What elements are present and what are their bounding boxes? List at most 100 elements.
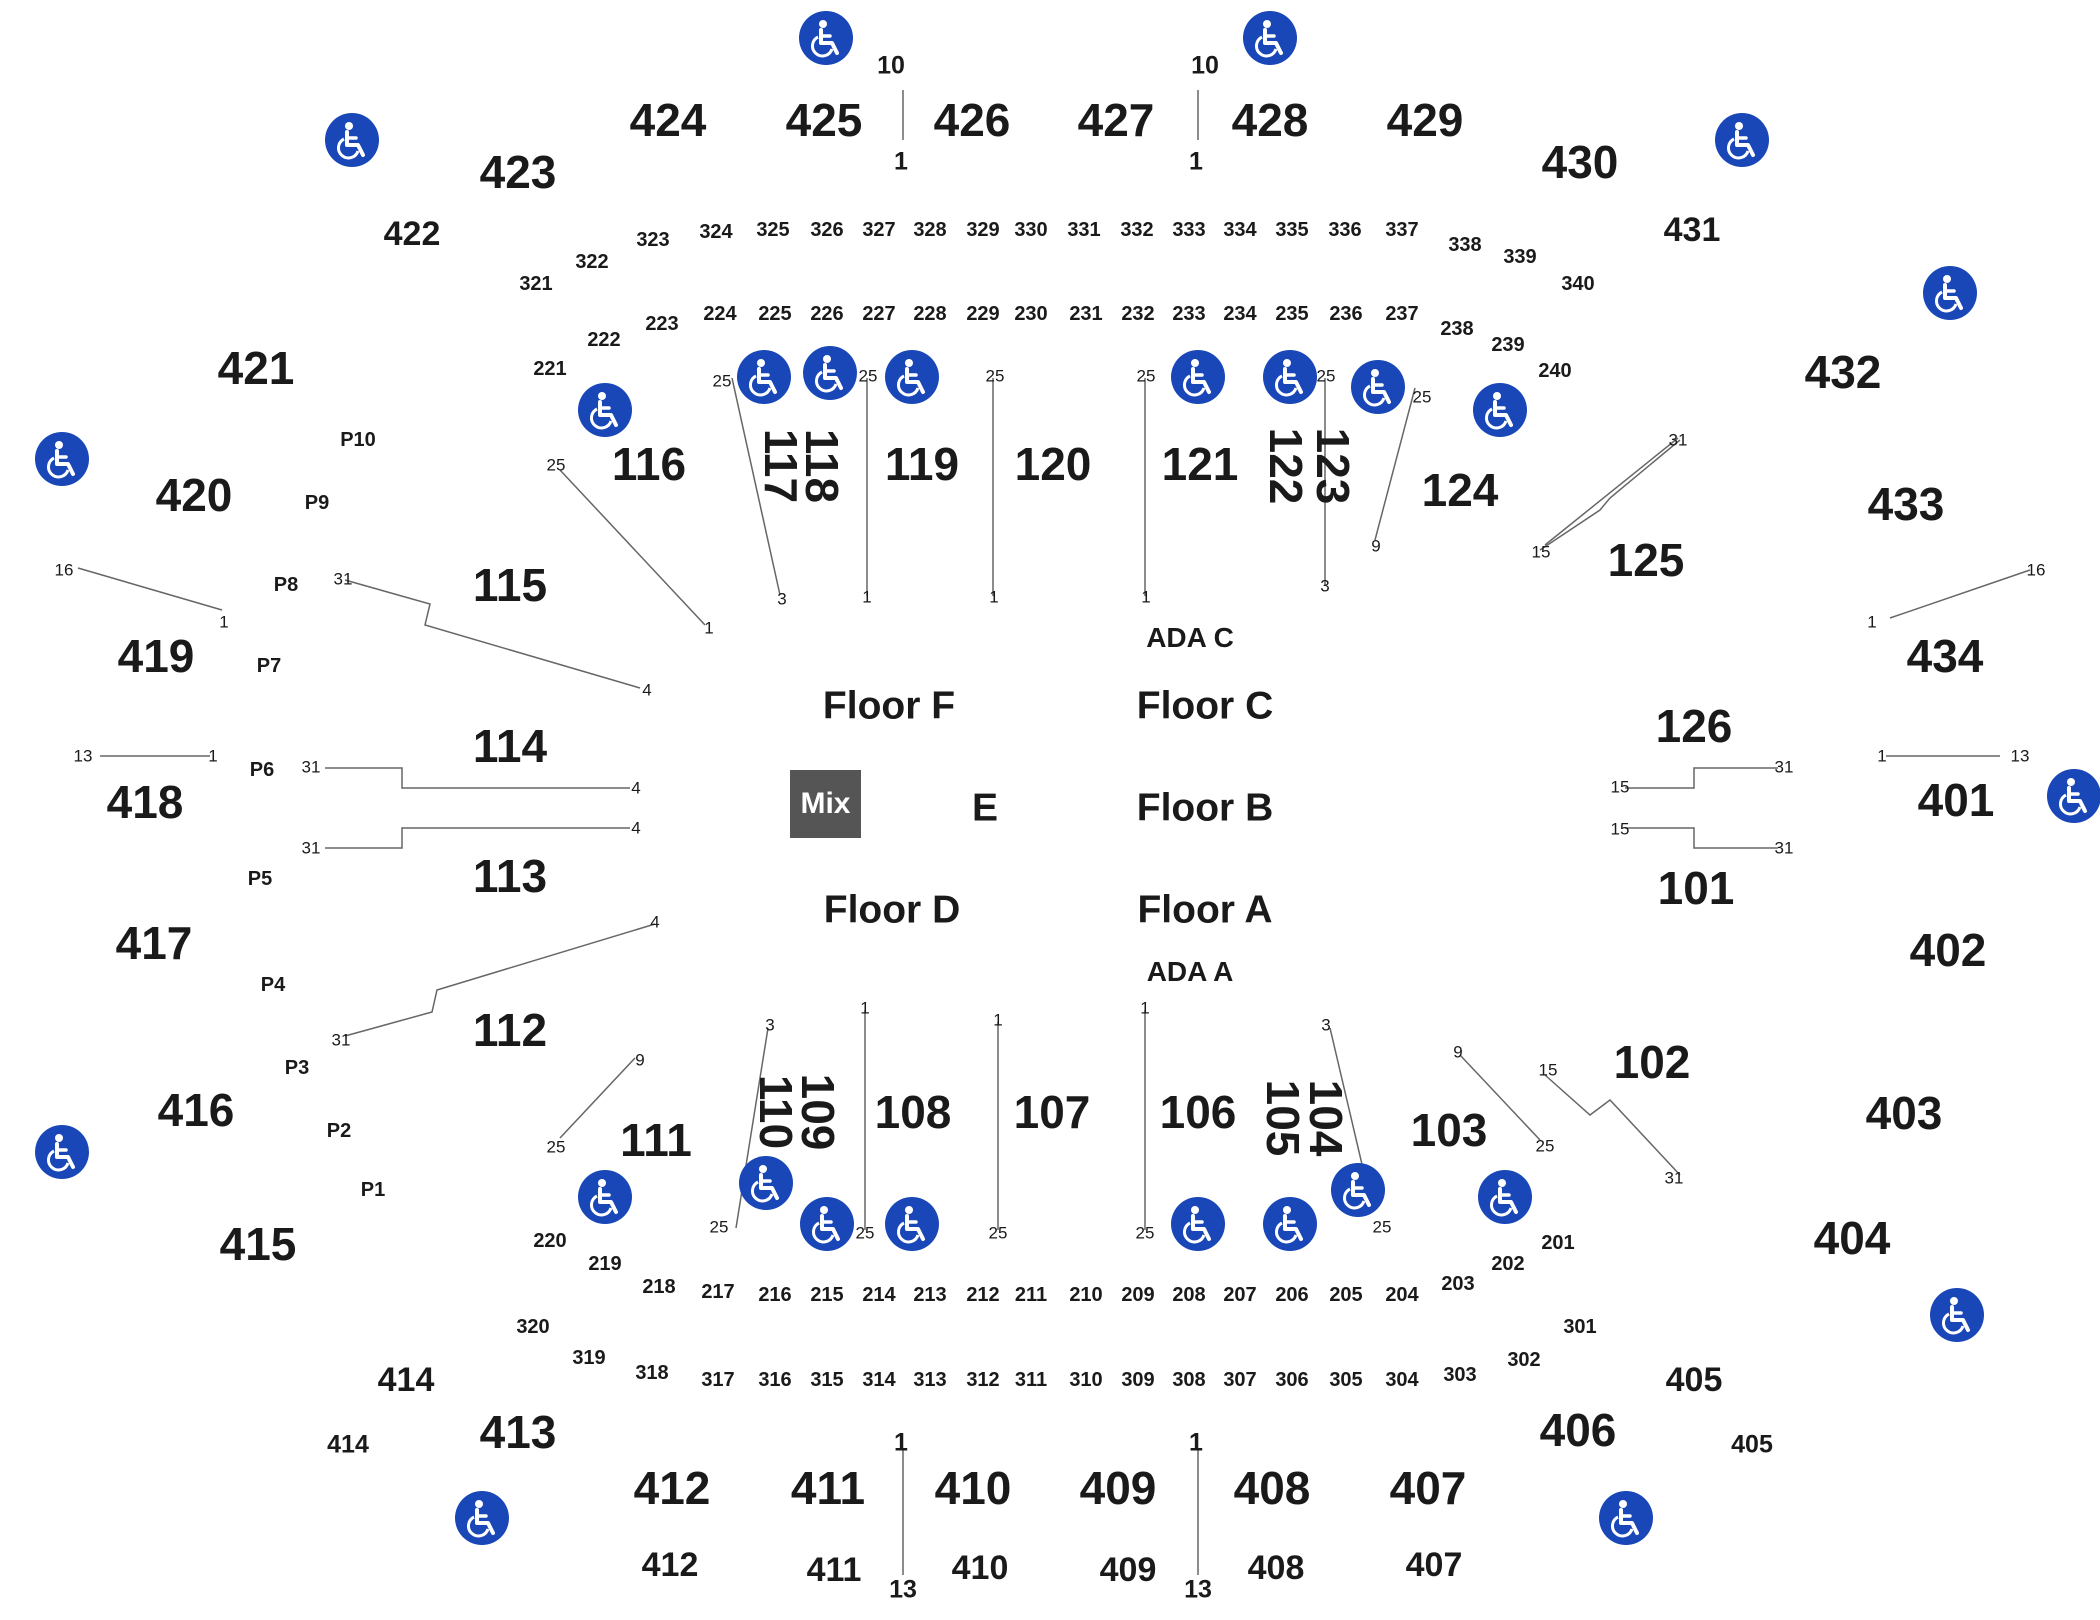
section-223[interactable]: 223 <box>645 313 679 335</box>
section-204[interactable]: 204 <box>1385 1284 1419 1306</box>
section-409-lower[interactable]: 409 <box>1099 1551 1157 1589</box>
section-238[interactable]: 238 <box>1440 318 1474 340</box>
section-329[interactable]: 329 <box>966 219 1000 241</box>
section-402[interactable]: 402 <box>1909 924 1987 976</box>
section-236[interactable]: 236 <box>1329 303 1363 325</box>
section-216[interactable]: 216 <box>758 1284 792 1306</box>
section-337[interactable]: 337 <box>1385 219 1419 241</box>
section-113[interactable]: 113 <box>472 850 548 902</box>
section-416[interactable]: 416 <box>157 1084 235 1136</box>
section-304[interactable]: 304 <box>1385 1369 1419 1391</box>
section-214[interactable]: 214 <box>862 1284 896 1306</box>
section-201[interactable]: 201 <box>1541 1232 1575 1254</box>
section-208[interactable]: 208 <box>1172 1284 1206 1306</box>
section-308[interactable]: 308 <box>1172 1369 1206 1391</box>
section-333[interactable]: 333 <box>1172 219 1206 241</box>
section-427[interactable]: 427 <box>1077 94 1155 146</box>
section-331[interactable]: 331 <box>1067 219 1101 241</box>
section-334[interactable]: 334 <box>1223 219 1257 241</box>
section-309[interactable]: 309 <box>1121 1369 1155 1391</box>
section-108[interactable]: 108 <box>874 1086 952 1138</box>
section-202[interactable]: 202 <box>1491 1253 1525 1275</box>
section-412[interactable]: 412 <box>633 1462 711 1514</box>
floor-a[interactable]: Floor A <box>1137 888 1273 932</box>
section-411[interactable]: 411 <box>790 1462 866 1514</box>
section-405-lower[interactable]: 405 <box>1731 1430 1773 1459</box>
section-414[interactable]: 414 <box>377 1361 435 1399</box>
section-322[interactable]: 322 <box>575 251 609 273</box>
section-430[interactable]: 430 <box>1541 136 1619 188</box>
section-126[interactable]: 126 <box>1655 700 1733 752</box>
section-406[interactable]: 406 <box>1539 1404 1617 1456</box>
section-222[interactable]: 222 <box>587 329 621 351</box>
section-235[interactable]: 235 <box>1275 303 1309 325</box>
section-410[interactable]: 410 <box>934 1462 1012 1514</box>
section-401[interactable]: 401 <box>1917 774 1995 826</box>
section-414-lower[interactable]: 414 <box>327 1430 369 1459</box>
section-403[interactable]: 403 <box>1865 1087 1943 1139</box>
section-332[interactable]: 332 <box>1120 219 1154 241</box>
section-123[interactable]: 123 <box>1307 427 1359 505</box>
section-422[interactable]: 422 <box>383 215 441 253</box>
section-227[interactable]: 227 <box>862 303 896 325</box>
section-120[interactable]: 120 <box>1014 438 1092 490</box>
section-p3[interactable]: P3 <box>284 1057 310 1079</box>
section-106[interactable]: 106 <box>1159 1086 1237 1138</box>
section-306[interactable]: 306 <box>1275 1369 1309 1391</box>
section-215[interactable]: 215 <box>810 1284 844 1306</box>
section-413[interactable]: 413 <box>479 1406 557 1458</box>
section-410-lower[interactable]: 410 <box>951 1549 1009 1587</box>
section-317[interactable]: 317 <box>701 1369 735 1391</box>
section-119[interactable]: 119 <box>884 438 960 490</box>
section-321[interactable]: 321 <box>519 273 553 295</box>
section-434[interactable]: 434 <box>1906 630 1984 682</box>
section-103[interactable]: 103 <box>1410 1104 1488 1156</box>
section-433[interactable]: 433 <box>1867 478 1945 530</box>
section-315[interactable]: 315 <box>810 1369 844 1391</box>
section-111[interactable]: 111 <box>620 1114 692 1166</box>
section-229[interactable]: 229 <box>966 303 1000 325</box>
section-210[interactable]: 210 <box>1069 1284 1103 1306</box>
section-205[interactable]: 205 <box>1329 1284 1363 1306</box>
section-418[interactable]: 418 <box>106 776 184 828</box>
section-429[interactable]: 429 <box>1386 94 1464 146</box>
section-319[interactable]: 319 <box>572 1347 606 1369</box>
section-411-lower[interactable]: 411 <box>806 1551 862 1589</box>
section-313[interactable]: 313 <box>913 1369 947 1391</box>
section-125[interactable]: 125 <box>1607 534 1685 586</box>
section-338[interactable]: 338 <box>1448 234 1482 256</box>
section-302[interactable]: 302 <box>1507 1349 1541 1371</box>
section-417[interactable]: 417 <box>115 917 193 969</box>
section-122[interactable]: 122 <box>1260 427 1312 505</box>
section-415[interactable]: 415 <box>219 1218 297 1270</box>
floor-e[interactable]: E <box>971 786 999 830</box>
section-237[interactable]: 237 <box>1385 303 1419 325</box>
section-314[interactable]: 314 <box>862 1369 896 1391</box>
section-p8[interactable]: P8 <box>273 574 299 596</box>
section-324[interactable]: 324 <box>699 221 733 243</box>
section-307[interactable]: 307 <box>1223 1369 1257 1391</box>
section-408[interactable]: 408 <box>1233 1462 1311 1514</box>
section-233[interactable]: 233 <box>1172 303 1206 325</box>
floor-c[interactable]: Floor C <box>1136 684 1274 728</box>
section-107[interactable]: 107 <box>1013 1086 1091 1138</box>
section-102[interactable]: 102 <box>1613 1036 1691 1088</box>
section-326[interactable]: 326 <box>810 219 844 241</box>
section-310[interactable]: 310 <box>1069 1369 1103 1391</box>
section-336[interactable]: 336 <box>1328 219 1362 241</box>
section-428[interactable]: 428 <box>1231 94 1309 146</box>
section-p5[interactable]: P5 <box>247 868 273 890</box>
section-421[interactable]: 421 <box>217 342 295 394</box>
section-424[interactable]: 424 <box>629 94 707 146</box>
section-239[interactable]: 239 <box>1491 334 1525 356</box>
section-303[interactable]: 303 <box>1443 1364 1477 1386</box>
section-312[interactable]: 312 <box>966 1369 1000 1391</box>
section-409[interactable]: 409 <box>1079 1462 1157 1514</box>
section-407[interactable]: 407 <box>1389 1462 1467 1514</box>
section-207[interactable]: 207 <box>1223 1284 1257 1306</box>
section-104[interactable]: 104 <box>1300 1079 1352 1157</box>
section-339[interactable]: 339 <box>1503 246 1537 268</box>
section-420[interactable]: 420 <box>155 469 233 521</box>
section-112[interactable]: 112 <box>472 1004 548 1056</box>
section-p2[interactable]: P2 <box>326 1120 352 1142</box>
